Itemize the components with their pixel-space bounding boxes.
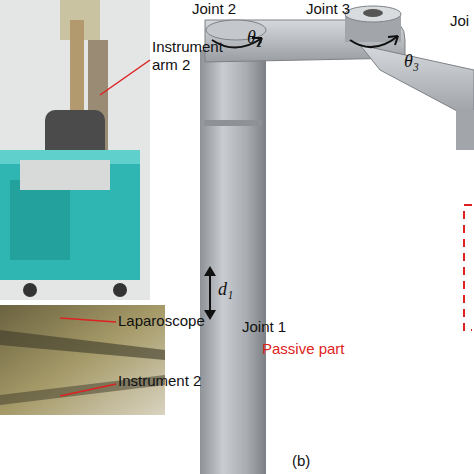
- displacement-symbol: d₁: [218, 280, 258, 298]
- group-label: Passive part: [262, 340, 382, 358]
- joint-label: Joint 1: [242, 318, 322, 336]
- panel-label: (b): [292, 452, 342, 470]
- angle-symbol: θ₂: [247, 28, 287, 46]
- joint-label: Joint 3: [306, 0, 386, 18]
- part-name: Laparoscope: [118, 312, 238, 330]
- part-name: Instrument arm 2: [152, 38, 247, 74]
- angle-symbol: θ₃: [404, 52, 444, 70]
- part-name: Instrument 2: [118, 372, 238, 390]
- joint-label: Joi: [450, 12, 474, 30]
- joint-label: Joint 2: [192, 0, 272, 18]
